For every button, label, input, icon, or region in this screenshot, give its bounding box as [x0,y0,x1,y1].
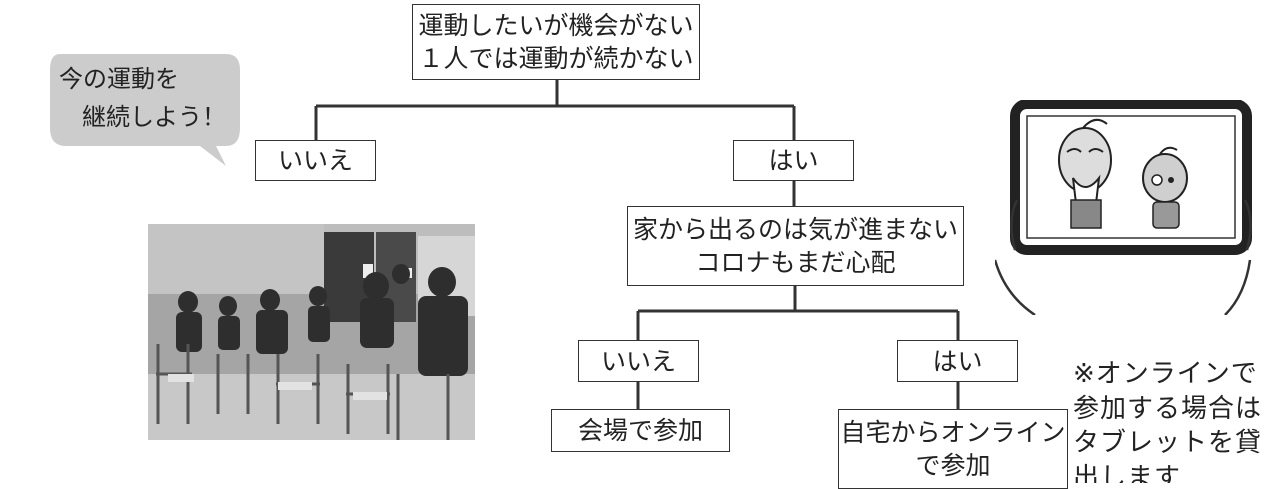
result-venue-label: 会場で参加 [577,416,703,445]
result-online-line-1: 自宅からオンライン [840,418,1066,447]
answer-no-box-1: いいえ [255,140,376,181]
note-line-1: ※オンラインで [1073,359,1258,389]
answer-yes-label-2: はい [932,346,983,376]
result-online-line-2: で参加 [915,451,991,480]
root-question-line-1: 運動したいが機会がない [418,11,694,40]
answer-yes-box-1: はい [733,140,854,181]
second-question-line-1: 家から出るのは気が進まない [632,215,958,244]
answer-yes-label-1: はい [768,146,819,175]
bubble-line-2: 継続しよう！ [82,103,226,131]
note-line-4: 出します [1073,462,1182,483]
tablet-illustration [995,100,1252,315]
result-venue-box: 会場で参加 [551,409,730,452]
second-question-box: 家から出るのは気が進まない コロナもまだ心配 [627,206,964,286]
tablet-loan-note: ※オンラインで 参加する場合は タブレットを貸 出します [1073,357,1271,483]
result-online-box: 自宅からオンライン で参加 [838,409,1068,489]
exercise-class-photo-illustration [148,224,475,440]
bubble-line-1: 今の運動を [59,65,179,93]
note-line-3: タブレットを貸 [1073,428,1263,459]
note-line-2: 参加する場合は [1073,393,1263,424]
root-question-box: 運動したいが機会がない １人では運動が続かない [412,4,700,80]
answer-no-label-2: いいえ [600,346,676,376]
answer-yes-box-2: はい [897,340,1018,382]
answer-no-box-2: いいえ [578,340,699,382]
root-question-line-2: １人では運動が続かない [418,44,694,73]
exercise-class-photo [148,224,475,440]
speech-bubble [50,54,240,166]
answer-no-label-1: いいえ [277,146,353,175]
second-question-line-2: コロナもまだ心配 [695,248,896,277]
